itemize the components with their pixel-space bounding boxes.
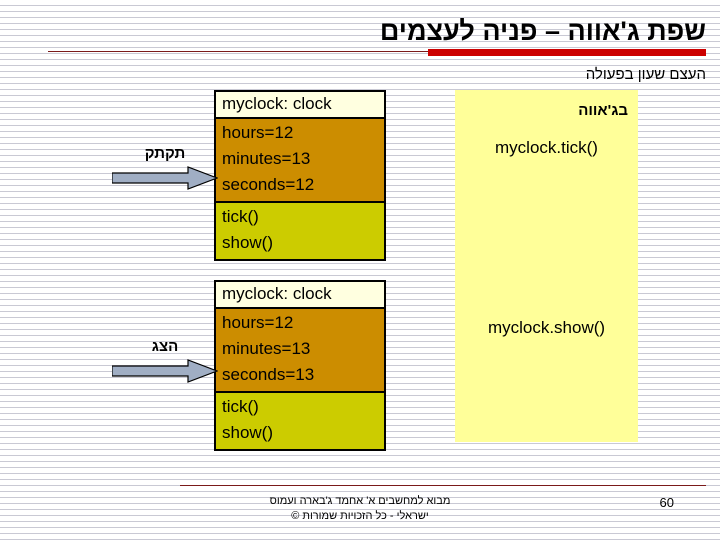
page-number: 60 xyxy=(659,495,674,510)
subtitle: העצם שעון בפעולה xyxy=(585,66,706,83)
java-call-tick: myclock.tick() xyxy=(495,138,598,157)
uml-box-1-methods: tick() show() xyxy=(216,202,384,260)
java-panel-title: בג'אווה xyxy=(578,102,628,119)
uml-box-2-header: myclock: clock xyxy=(216,282,384,309)
page-title: שפת ג'אווה – פניה לעצמים xyxy=(379,16,706,46)
right-arrow-icon xyxy=(112,359,218,383)
java-code-panel: בג'אווה myclock.tick() myclock.show() xyxy=(455,90,638,442)
uml-attribute-hours: hours=12 xyxy=(222,122,294,142)
arrow-label-tick: תקתק xyxy=(144,145,186,162)
divider-thick-bar xyxy=(428,49,706,56)
footer-credit-line-2: ישראלי - כל הזכויות שמורות © xyxy=(291,509,429,522)
footer-credit-line-1: מבוא למחשבים א' אחמד ג'בארה ועמוס xyxy=(269,495,451,507)
uml-object-box-2: myclock: clock hours=12 minutes=13 secon… xyxy=(214,280,386,452)
java-call-show: myclock.show() xyxy=(487,318,606,337)
uml-attribute-minutes: minutes=13 xyxy=(222,338,311,358)
uml-box-2-methods: tick() show() xyxy=(216,392,384,450)
uml-object-box-1: myclock: clock hours=12 minutes=13 secon… xyxy=(214,90,386,262)
uml-attribute-seconds: seconds=12 xyxy=(222,175,315,195)
uml-method-show: show() xyxy=(222,422,274,442)
arrow-group-show: הצג xyxy=(112,338,218,384)
uml-attribute-minutes: minutes=13 xyxy=(222,148,311,168)
footer-credit: מבוא למחשבים א' אחמד ג'בארה ועמוס ישראלי… xyxy=(0,494,720,524)
title-divider xyxy=(48,49,706,56)
right-arrow-icon xyxy=(112,166,218,190)
uml-box-1-attributes: hours=12 minutes=13 seconds=12 xyxy=(216,118,384,203)
arrow-group-tick: תקתק xyxy=(112,145,218,191)
divider-thin-rule xyxy=(48,51,706,52)
uml-attribute-hours: hours=12 xyxy=(222,312,294,332)
footer-divider xyxy=(180,485,706,486)
uml-method-show: show() xyxy=(222,232,274,252)
uml-box-2-attributes: hours=12 minutes=13 seconds=13 xyxy=(216,308,384,393)
uml-box-1-header: myclock: clock xyxy=(216,92,384,119)
uml-attribute-seconds: seconds=13 xyxy=(222,365,315,385)
uml-method-tick: tick() xyxy=(222,206,259,226)
arrow-label-show: הצג xyxy=(151,338,179,355)
uml-method-tick: tick() xyxy=(222,396,259,416)
